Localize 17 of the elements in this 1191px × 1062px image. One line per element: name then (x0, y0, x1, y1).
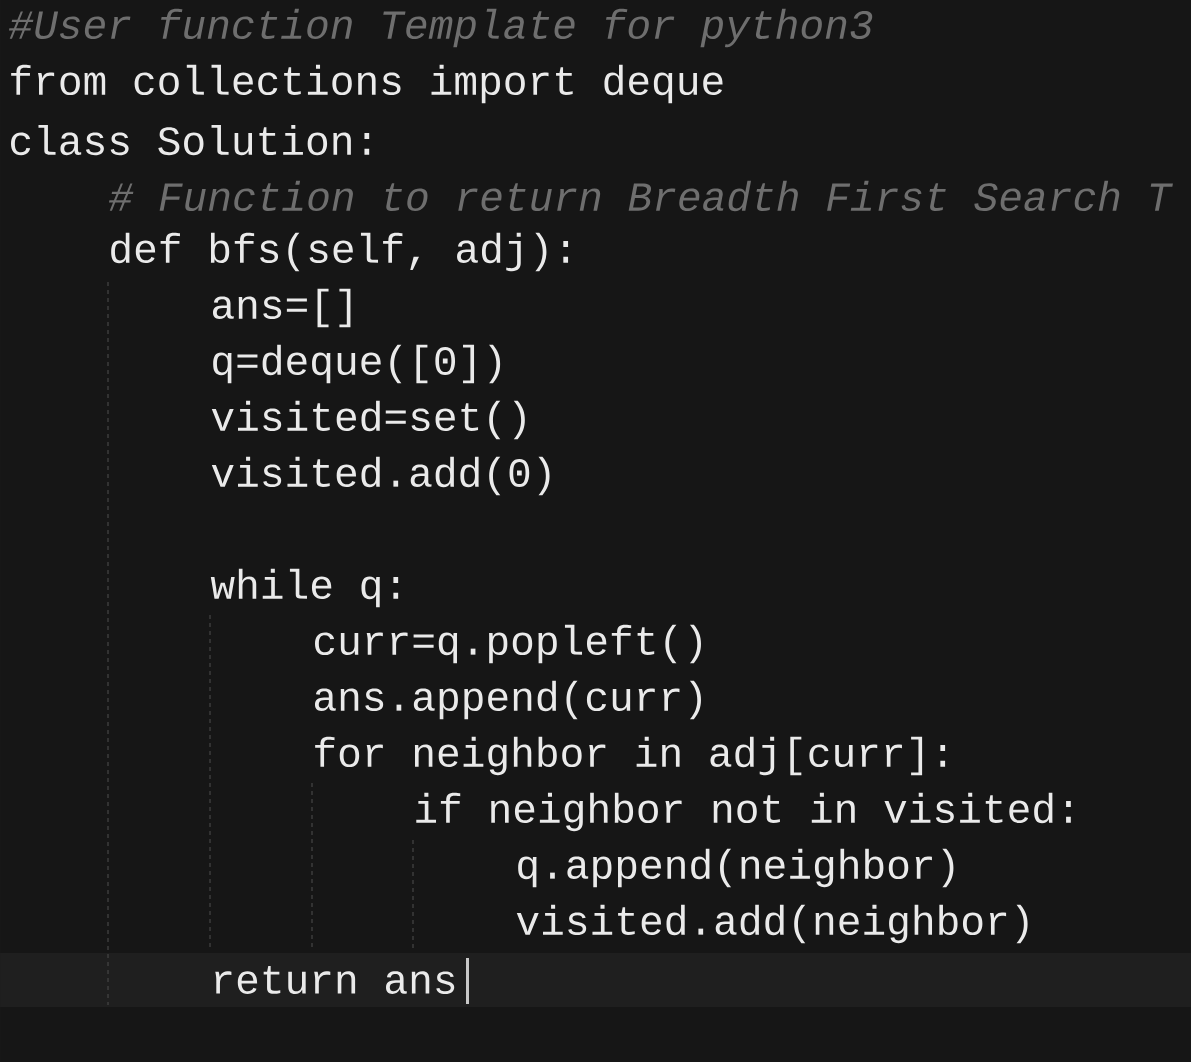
code-comment: # Function to return Breadth First Search T (108, 180, 1173, 212)
code-line: visited.add(neighbor) (516, 904, 1028, 944)
code-line: while q: (210, 568, 399, 608)
code-line: return ans (215, 966, 455, 994)
code-line: from collections import deque (11, 64, 723, 104)
code-line: ans=[] (213, 288, 351, 328)
code-line: curr=q.popleft() (315, 624, 701, 664)
code-comment: #User function Template for python3 (8, 8, 873, 48)
code-line: visited=set() (211, 400, 525, 440)
code-line: q=deque([0]) (213, 344, 501, 384)
code-line: class Solution: (11, 124, 370, 156)
code-line: for neighbor in adj[curr]: (315, 736, 946, 776)
code-line: if neighbor not in visited: (416, 792, 1071, 832)
code-line: visited.add(0) (211, 456, 550, 496)
code-line: q.append(neighbor) (518, 848, 954, 888)
code-line: ans.append(curr) (315, 680, 701, 720)
code-line: def bfs(self, adj): (111, 232, 569, 272)
